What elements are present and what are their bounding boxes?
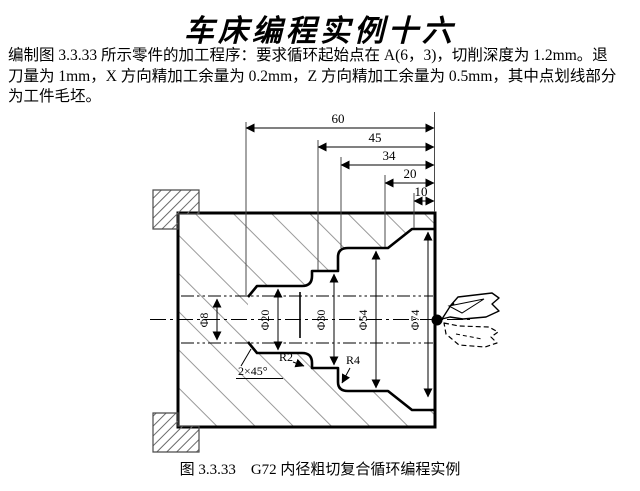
bore-profile-lower <box>246 341 434 412</box>
diameter-dimensions: Φ8 Φ20 Φ30 Φ54 Φ74 <box>197 231 433 398</box>
dia-phi30-label: Φ30 <box>314 310 328 331</box>
page-title: 车床编程实例十六 <box>184 14 456 49</box>
dim-20-label: 20 <box>404 166 417 181</box>
figure-caption: 图 3.3.33 G72 内径粗切复合循环编程实例 <box>179 462 461 478</box>
chuck-jaw-top <box>152 189 200 230</box>
fillet-label-r4: R4 <box>346 353 360 367</box>
dim-10-label: 10 <box>415 184 428 199</box>
chamfer-label: 2×45° <box>238 364 268 378</box>
length-dimensions: 60 45 34 20 10 <box>245 111 435 206</box>
extension-lines <box>245 112 435 295</box>
dia-phi8-label: Φ8 <box>197 313 211 328</box>
dia-phi20-label: Φ20 <box>258 310 272 331</box>
dia-phi74-label: Φ74 <box>408 310 422 331</box>
cycle-start-point-dot <box>431 314 443 326</box>
bore-profile-upper <box>246 227 434 298</box>
fillet-label-r2: R2 <box>279 350 293 364</box>
body-paragraph: 编制图 3.3.33 所示零件的加工程序：要求循环起始点在 A(6，3)，切削深… <box>8 47 617 105</box>
annotations: R2 R4 2×45° <box>236 348 360 384</box>
cutting-tool <box>441 292 500 348</box>
dia-phi54-label: Φ54 <box>356 310 370 331</box>
chuck-jaw-bottom <box>152 412 200 453</box>
technical-drawing: 60 45 34 20 10 Φ8 Φ20 Φ30 Φ54 Φ74 R2 <box>150 111 500 453</box>
dim-45-label: 45 <box>369 130 382 145</box>
dim-60-label: 60 <box>332 111 345 126</box>
dim-34-label: 34 <box>383 148 397 163</box>
cutting-tool-phantom <box>443 322 499 348</box>
